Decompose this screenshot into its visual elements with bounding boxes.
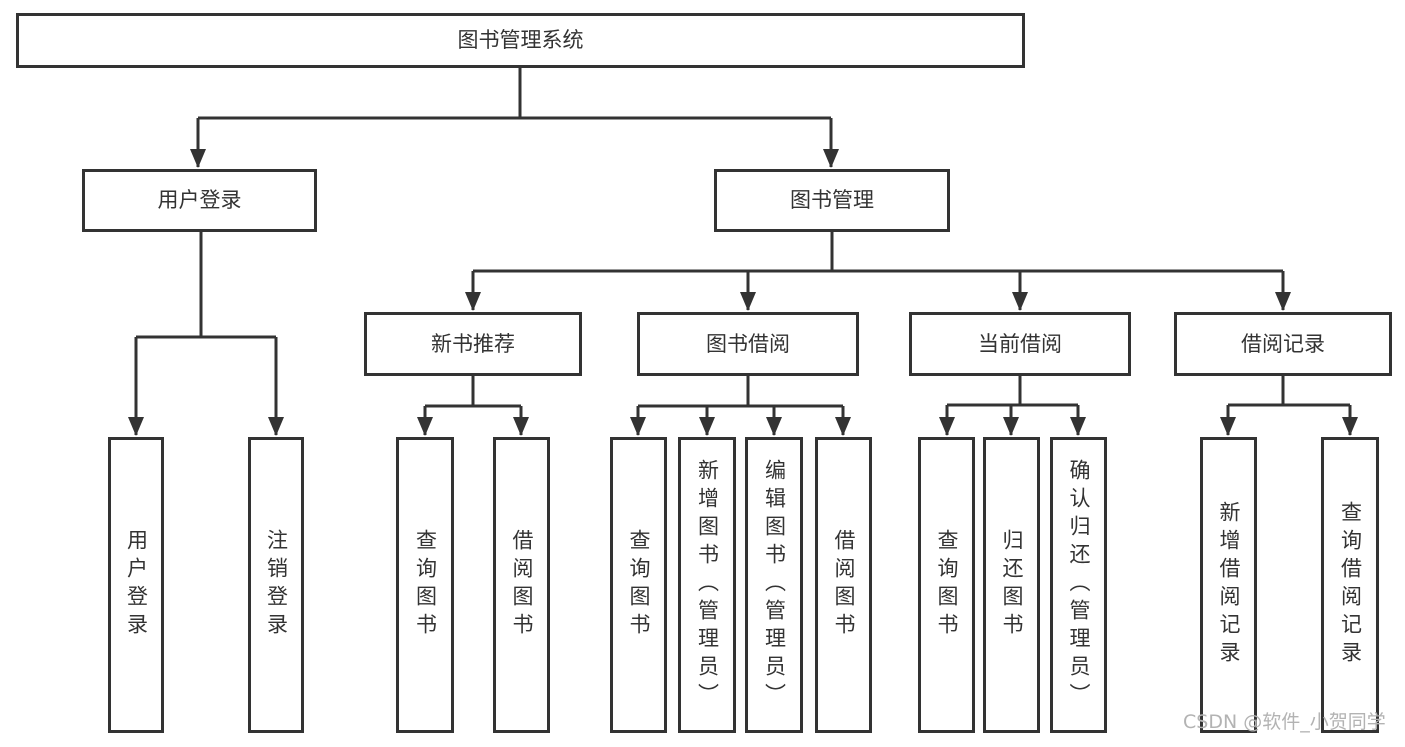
node-leaf-logout: 注销登录 xyxy=(248,437,304,733)
node-current-borrowing: 当前借阅 xyxy=(909,312,1131,376)
node-bb-edit-books-admin: 编辑图书（管理员） xyxy=(745,437,803,733)
node-br-query-record: 查询借阅记录 xyxy=(1321,437,1379,733)
connector-edges xyxy=(134,68,1352,435)
node-bb-query-books: 查询图书 xyxy=(610,437,667,733)
node-user-login: 用户登录 xyxy=(82,169,317,232)
arrowheads xyxy=(128,149,1358,436)
node-cb-confirm-return-admin: 确认归还（管理员） xyxy=(1050,437,1107,733)
node-borrowing-records: 借阅记录 xyxy=(1174,312,1392,376)
node-book-management: 图书管理 xyxy=(714,169,950,232)
node-br-add-record: 新增借阅记录 xyxy=(1200,437,1257,733)
node-cb-query-books: 查询图书 xyxy=(918,437,975,733)
node-library-management-system: 图书管理系统 xyxy=(16,13,1025,68)
node-cb-return-books: 归还图书 xyxy=(983,437,1040,733)
node-leaf-user-login: 用户登录 xyxy=(108,437,164,733)
node-bb-borrow-books: 借阅图书 xyxy=(815,437,872,733)
node-bb-add-books-admin: 新增图书（管理员） xyxy=(678,437,736,733)
node-book-borrowing: 图书借阅 xyxy=(637,312,859,376)
node-rec-borrow-books: 借阅图书 xyxy=(493,437,550,733)
watermark: CSDN @软件_小贺同学 xyxy=(1183,711,1386,733)
node-new-book-recommendation: 新书推荐 xyxy=(364,312,582,376)
node-rec-query-books: 查询图书 xyxy=(396,437,454,733)
